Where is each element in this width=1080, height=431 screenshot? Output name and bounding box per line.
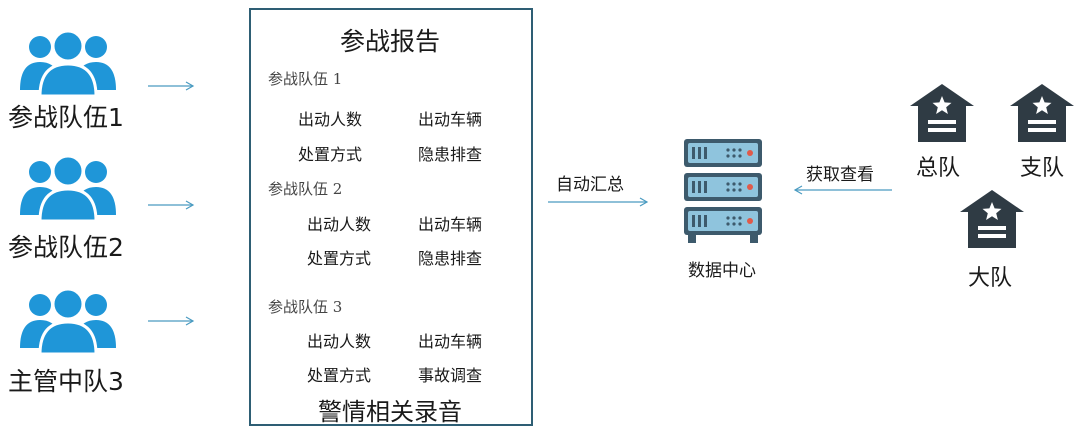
team-arrow: [148, 200, 195, 210]
team-label: 参战队伍2: [8, 233, 124, 262]
group-title: 参战队伍 1: [268, 70, 343, 88]
fetch-view-label: 获取查看: [806, 165, 874, 185]
data-center-label: 数据中心: [688, 261, 756, 281]
team-label: 参战队伍1: [8, 103, 124, 132]
report-item: 处置方式: [298, 145, 363, 164]
server-icon: [684, 139, 762, 243]
building-star-icon: [960, 190, 1024, 248]
report-item: 出动人数: [298, 110, 363, 129]
report-title: 参战报告: [340, 27, 441, 56]
team-label: 主管中队3: [8, 367, 124, 396]
report-item: 出动车辆: [418, 215, 483, 234]
auto-summary-label: 自动汇总: [556, 175, 624, 195]
group-title: 参战队伍 3: [268, 298, 343, 316]
fetch-arrow: [793, 185, 892, 195]
report-item: 出动人数: [307, 332, 372, 351]
report-item: 出动车辆: [418, 110, 483, 129]
report-item: 处置方式: [307, 366, 372, 385]
report-box: [249, 8, 533, 426]
building-star-icon: [1010, 84, 1074, 142]
report-item: 事故调查: [418, 366, 483, 385]
report-item: 隐患排查: [418, 249, 483, 268]
report-item: 处置方式: [307, 249, 372, 268]
building-star-icon: [910, 84, 974, 142]
unit-label: 总队: [916, 156, 961, 181]
team-arrow: [148, 316, 195, 326]
summary-arrow: [548, 197, 649, 207]
people-group-icon: [20, 29, 116, 98]
report-item: 出动车辆: [418, 332, 483, 351]
recording-label: 警情相关录音: [318, 398, 462, 426]
unit-label: 大队: [968, 266, 1013, 291]
team-arrow: [148, 81, 195, 91]
group-title: 参战队伍 2: [268, 180, 343, 198]
people-group-icon: [20, 154, 116, 223]
report-item: 隐患排查: [418, 145, 483, 164]
people-group-icon: [20, 287, 116, 356]
report-item: 出动人数: [307, 215, 372, 234]
unit-label: 支队: [1020, 156, 1065, 181]
